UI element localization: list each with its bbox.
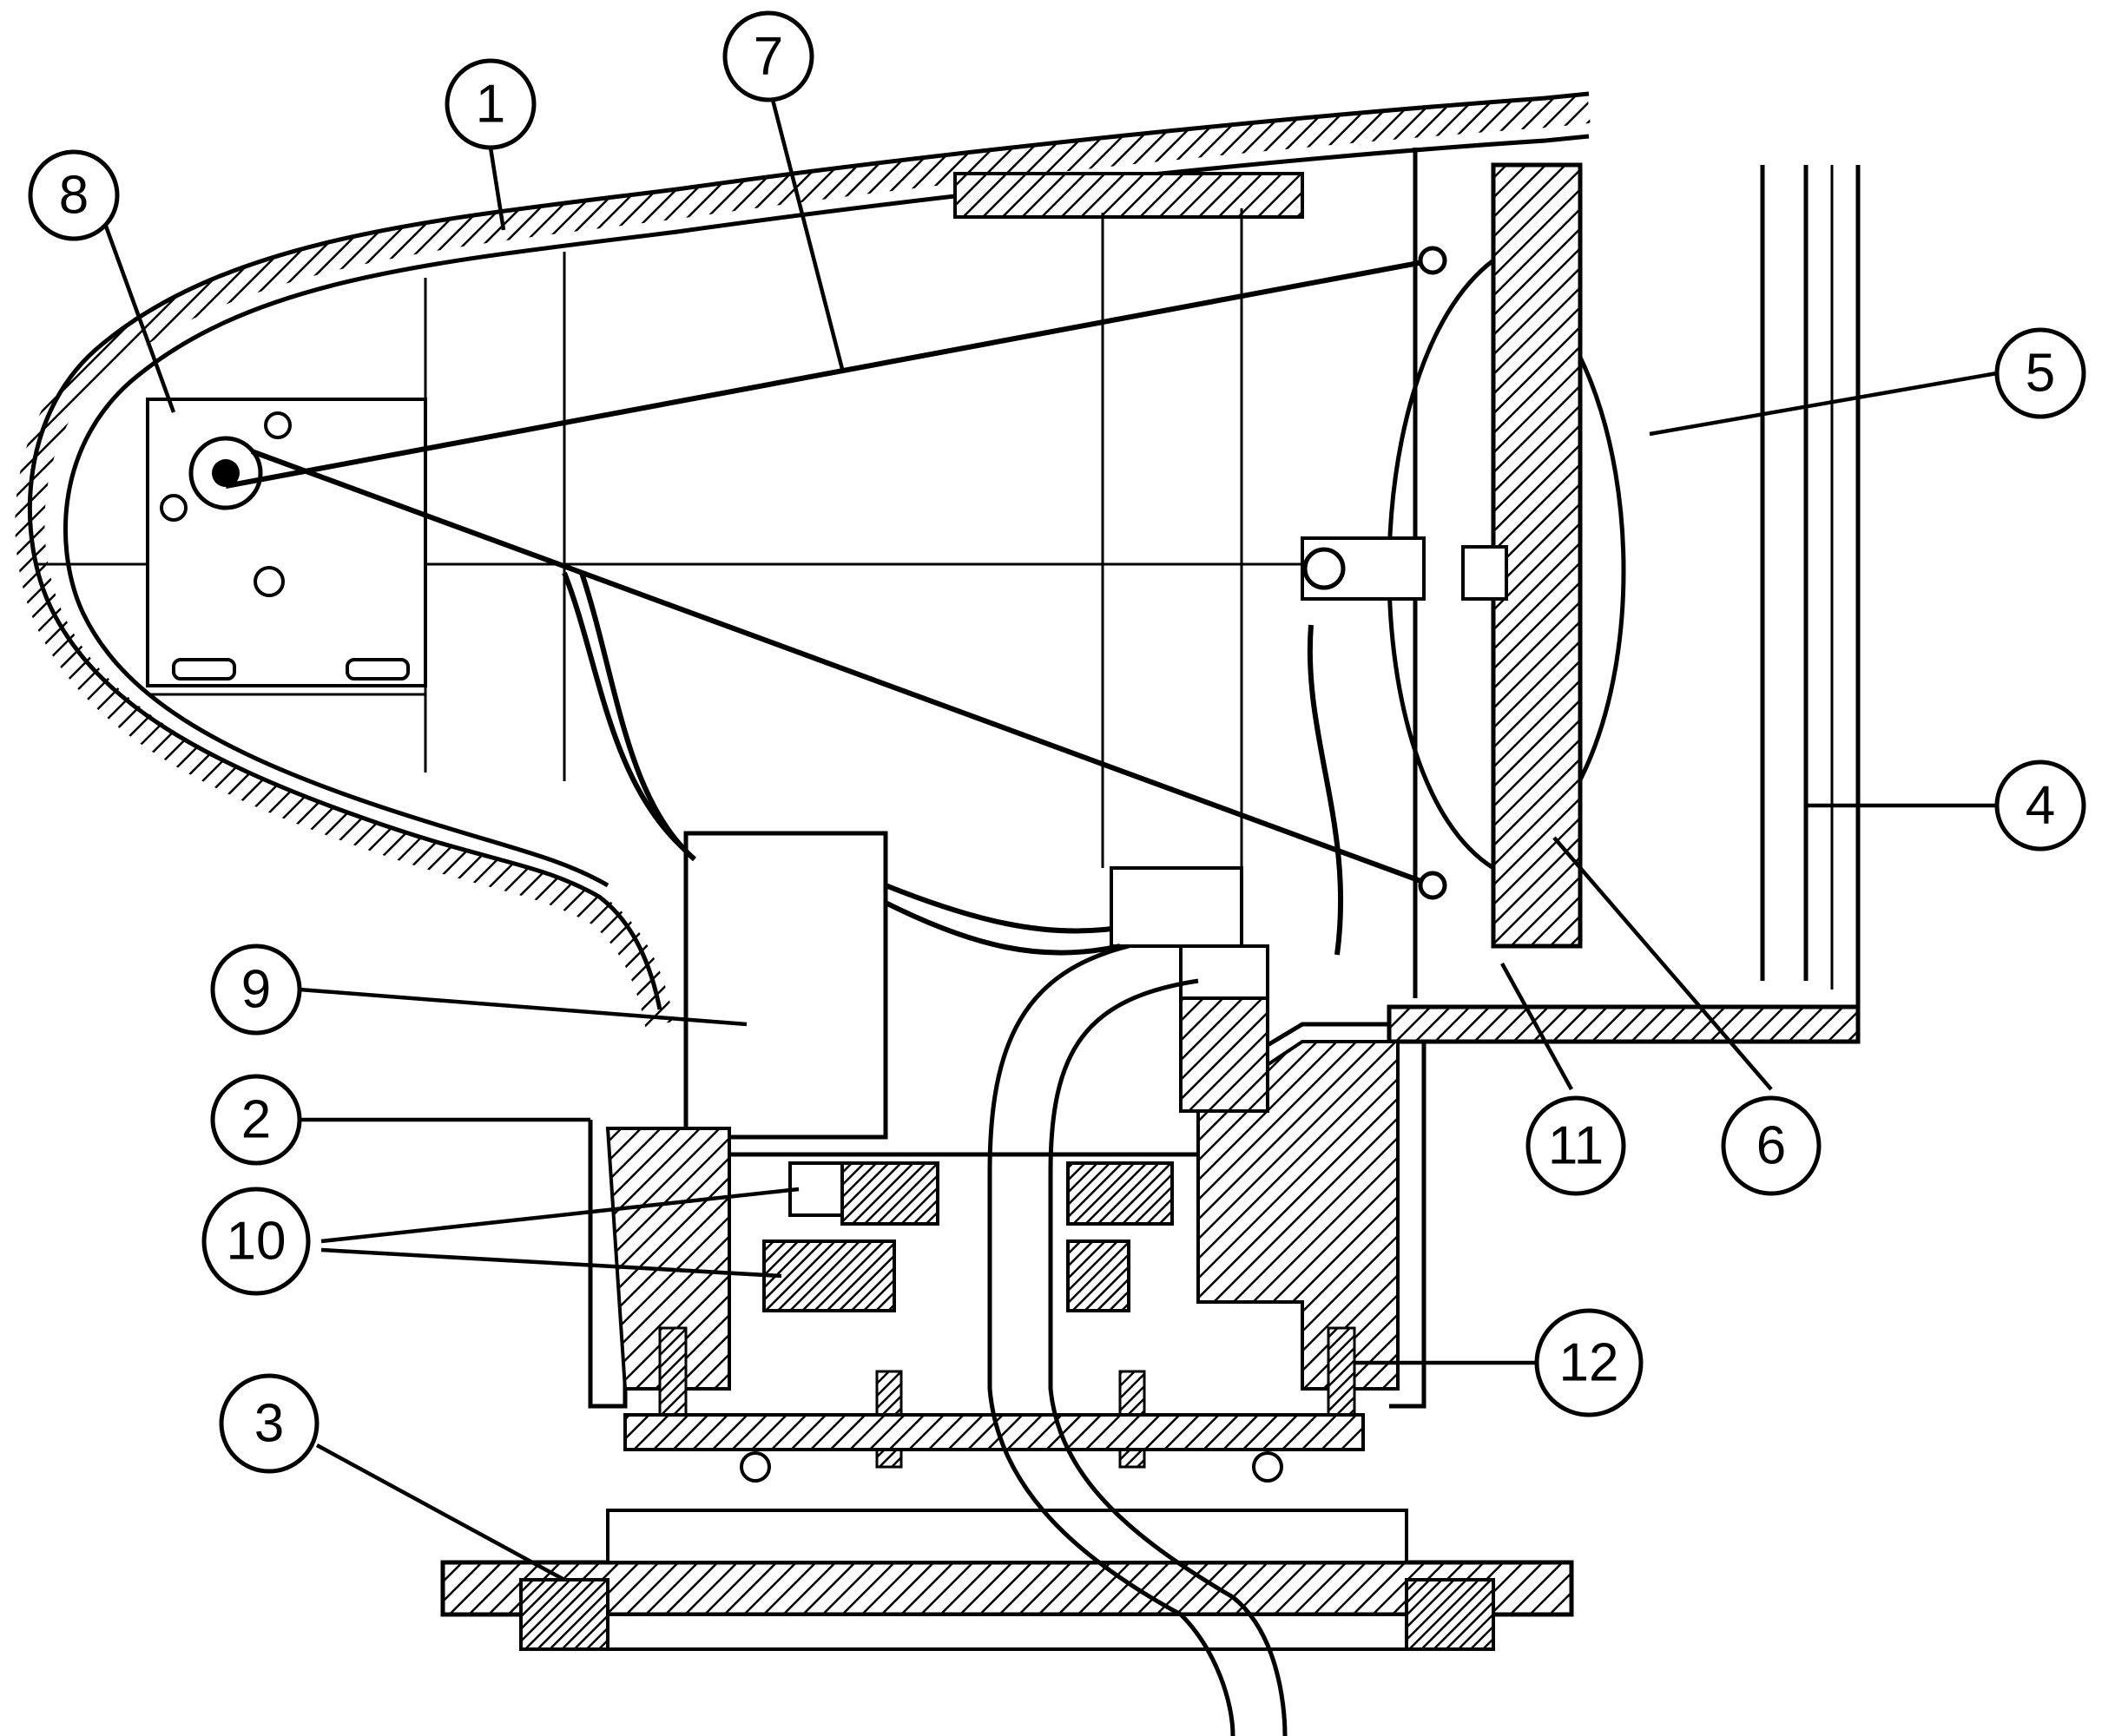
callout-12: 12: [1534, 1308, 1644, 1417]
mounting-bolts: [623, 1326, 1365, 1483]
callout-10: 10: [201, 1187, 311, 1296]
cable-tensioner-bracket: [146, 398, 427, 687]
callout-4: 4: [1994, 760, 2086, 852]
control-cables: [225, 246, 1447, 900]
callout-11: 11: [1525, 1095, 1626, 1196]
callout-8: 8: [28, 149, 120, 241]
callout-6: 6: [1721, 1095, 1822, 1196]
callout-3: 3: [219, 1373, 320, 1474]
callout-7: 7: [722, 10, 814, 102]
pedestal-housing: [588, 944, 1426, 1409]
svg-text:11: 11: [1548, 1116, 1604, 1176]
base-flange: [440, 1509, 1574, 1651]
svg-text:12: 12: [1559, 1333, 1619, 1393]
svg-text:10: 10: [227, 1212, 287, 1272]
housing-shell: [15, 91, 1591, 1028]
svg-text:2: 2: [241, 1090, 271, 1150]
callout-9: 9: [210, 944, 302, 1036]
svg-text:5: 5: [2026, 344, 2055, 404]
svg-text:4: 4: [2026, 776, 2055, 836]
motor-unit: [562, 571, 1243, 1140]
lamp-terminal: [1301, 536, 1426, 956]
svg-text:1: 1: [476, 75, 505, 135]
leader-lines: [102, 99, 1998, 1581]
svg-text:7: 7: [754, 27, 783, 87]
callout-1: 1: [445, 58, 537, 150]
drive-gears: [762, 1161, 1174, 1312]
lamp-base-plate: [1387, 1004, 1861, 1044]
callout-2: 2: [210, 1074, 302, 1166]
lamp-holder: [1461, 162, 1583, 949]
power-cable: [987, 944, 1288, 1736]
svg-text:8: 8: [59, 166, 89, 226]
svg-text:6: 6: [1756, 1116, 1786, 1176]
svg-text:9: 9: [241, 960, 271, 1020]
svg-text:3: 3: [254, 1394, 284, 1454]
front-lens: [1760, 165, 1861, 1007]
callout-5: 5: [1994, 327, 2086, 419]
